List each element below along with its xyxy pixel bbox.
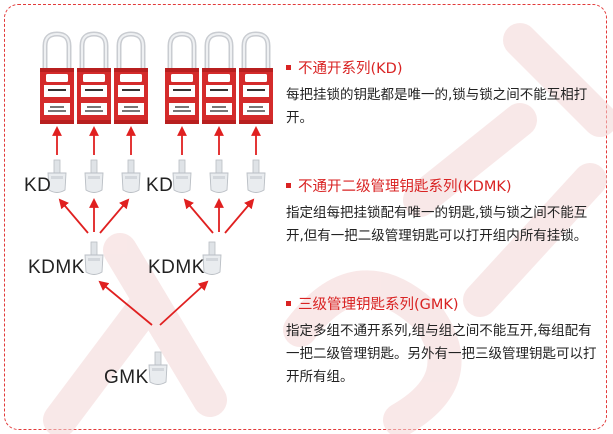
padlock-icon (239, 34, 273, 124)
bullet-icon (286, 182, 291, 188)
key-icon (172, 159, 192, 193)
padlock-icon (165, 34, 199, 124)
section-title: 不通开二级管理钥匙系列(KDMK) (286, 175, 606, 196)
key-icon (246, 159, 266, 193)
bullet-icon (286, 300, 291, 306)
section-title: 不通开系列(KD) (286, 57, 606, 78)
padlock-icon (202, 34, 236, 124)
key-icon (148, 351, 168, 385)
section-kd: 不通开系列(KD) 每把挂锁的钥匙都是唯一的,锁与锁之间不能互相打开。 (286, 57, 606, 130)
key-icon (84, 159, 104, 193)
kd-to-lock-arrows (52, 126, 261, 155)
gmk-to-kdmk-arrows (98, 280, 209, 326)
bullet-icon (286, 64, 291, 70)
section-title-text: 不通开二级管理钥匙系列(KDMK) (298, 179, 512, 195)
kd-label-right: KD (146, 175, 174, 196)
kdmk-to-kd-arrows (58, 198, 255, 234)
key-icon (121, 159, 141, 193)
kd-label-left: KD (24, 175, 52, 196)
key-icon (209, 159, 229, 193)
key-icon (84, 241, 104, 275)
padlock-icon (114, 34, 148, 124)
section-title-text: 三级管理钥匙系列(GMK) (298, 297, 459, 313)
section-gmk: 三级管理钥匙系列(GMK) 指定多组不通开系列,组与组之间不能互开,每组配有一把… (286, 293, 606, 389)
section-title-text: 不通开系列(KD) (298, 61, 403, 77)
kdmk-label-left: KDMK (28, 257, 85, 278)
section-body: 指定多组不通开系列,组与组之间不能互开,每组配有一把二级管理钥匙。另外有一把三级… (286, 323, 597, 385)
section-title: 三级管理钥匙系列(GMK) (286, 293, 606, 314)
section-body: 每把挂锁的钥匙都是唯一的,锁与锁之间不能互相打开。 (286, 87, 588, 126)
section-kdmk: 不通开二级管理钥匙系列(KDMK) 指定组每把挂锁配有唯一的钥匙,锁与锁之间不能… (286, 175, 606, 248)
padlock-icon (77, 34, 111, 124)
gmk-label: GMK (104, 367, 149, 388)
key-icon (202, 241, 222, 275)
section-body: 指定组每把挂锁配有唯一的钥匙,锁与锁之间不能互开,但有一把二级管理钥匙可以打开组… (286, 205, 588, 244)
kdmk-label-right: KDMK (148, 257, 205, 278)
padlock-icon (40, 34, 74, 124)
padlock-row (40, 34, 273, 124)
